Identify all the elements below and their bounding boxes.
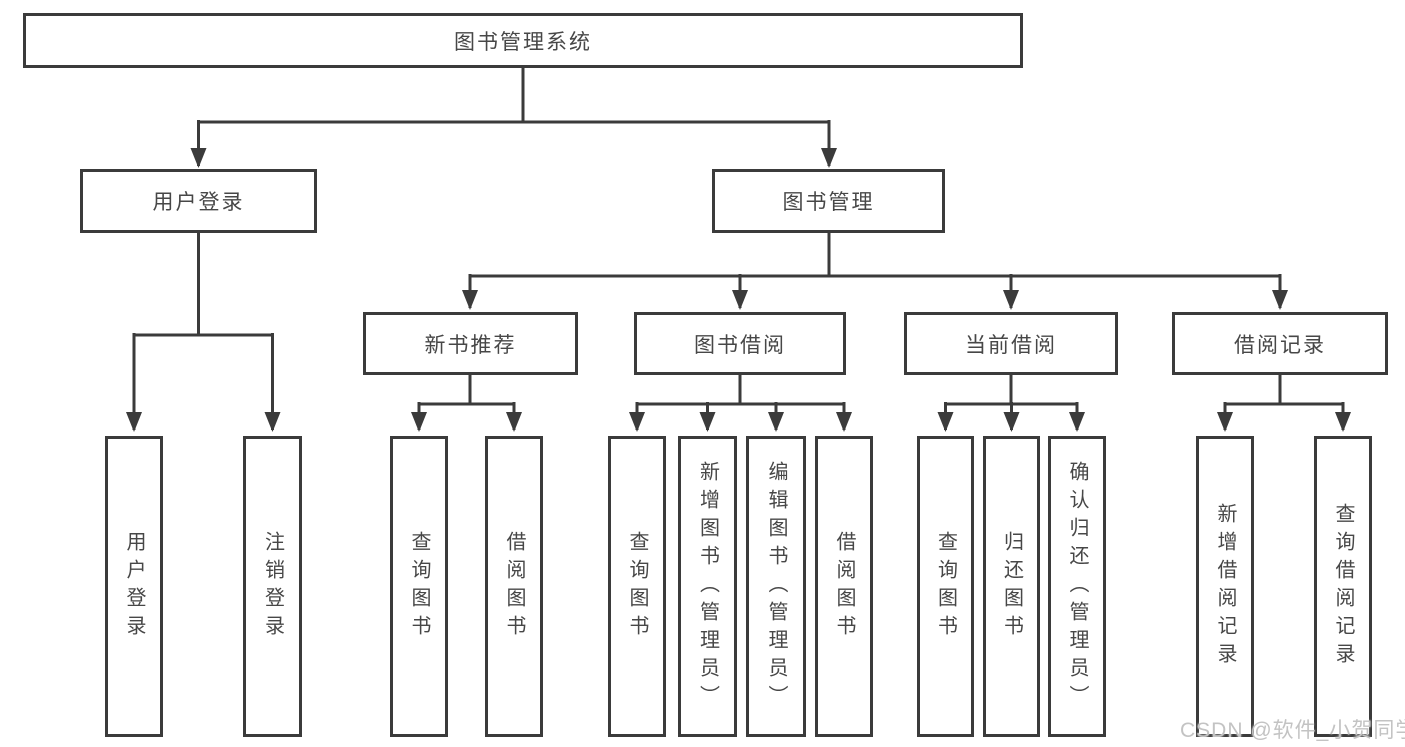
leaf-edit-books-admin: 编辑图书（管理员） bbox=[746, 436, 806, 737]
leaf-borrow-query-books: 查询图书 bbox=[608, 436, 666, 737]
node-book-management: 图书管理 bbox=[712, 169, 945, 233]
leaf-query-borrow-record: 查询借阅记录 bbox=[1314, 436, 1372, 737]
leaf-logout: 注销登录 bbox=[243, 436, 302, 737]
node-borrow-records: 借阅记录 bbox=[1172, 312, 1388, 375]
node-root-system: 图书管理系统 bbox=[23, 13, 1023, 68]
leaf-borrow-books: 借阅图书 bbox=[815, 436, 873, 737]
leaf-confirm-return-admin: 确认归还（管理员） bbox=[1048, 436, 1106, 737]
leaf-add-borrow-record: 新增借阅记录 bbox=[1196, 436, 1254, 737]
node-new-book-recommend: 新书推荐 bbox=[363, 312, 578, 375]
node-current-borrow: 当前借阅 bbox=[904, 312, 1118, 375]
leaf-current-query-books: 查询图书 bbox=[917, 436, 974, 737]
leaf-return-books: 归还图书 bbox=[983, 436, 1040, 737]
node-user-login: 用户登录 bbox=[80, 169, 317, 233]
leaf-recommend-borrow-books: 借阅图书 bbox=[485, 436, 543, 737]
csdn-watermark: CSDN @软件_小贺同学 bbox=[1180, 719, 1405, 742]
leaf-user-login: 用户登录 bbox=[105, 436, 163, 737]
leaf-add-books-admin: 新增图书（管理员） bbox=[678, 436, 737, 737]
leaf-recommend-query-books: 查询图书 bbox=[390, 436, 448, 737]
node-book-borrow: 图书借阅 bbox=[634, 312, 846, 375]
